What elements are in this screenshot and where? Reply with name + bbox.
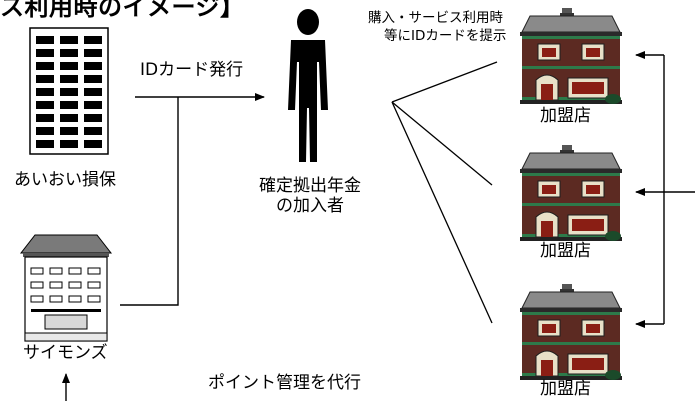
- point-management-label: ポイント管理を代行: [208, 373, 361, 393]
- building-window: [36, 101, 54, 109]
- store-house-icon: [519, 7, 623, 105]
- building-window: [36, 49, 54, 57]
- id-card-issue-label: IDカード発行: [140, 60, 244, 80]
- diagram-title: ス利用時のイメージ】: [0, 0, 245, 21]
- building-window: [84, 62, 102, 70]
- member-label-line2: の加入者: [276, 195, 344, 216]
- building-window: [84, 36, 102, 44]
- building-window: [36, 36, 54, 44]
- building-window: [60, 88, 78, 96]
- building-window: [60, 114, 78, 122]
- building-window: [60, 75, 78, 83]
- building-window: [36, 88, 54, 96]
- building-window: [84, 49, 102, 57]
- building-window: [36, 127, 54, 135]
- building-window: [60, 36, 78, 44]
- building-window: [84, 114, 102, 122]
- store-label-3: 加盟店: [540, 379, 591, 399]
- building-window: [84, 75, 102, 83]
- building-window: [60, 140, 78, 148]
- building-window: [60, 127, 78, 135]
- building-window: [84, 140, 102, 148]
- store-label-1: 加盟店: [540, 106, 591, 126]
- saimons-connector: [120, 97, 179, 306]
- building-window: [60, 62, 78, 70]
- insurer-label: あいおい損保: [14, 170, 116, 190]
- building-window: [36, 140, 54, 148]
- fan-line-store-2: [391, 101, 493, 186]
- store-house-icon: [519, 144, 623, 242]
- member-label: 確定拠出年金 の加入者: [250, 176, 370, 216]
- saimons-label: サイモンズ: [23, 343, 108, 363]
- store-label-2: 加盟店: [540, 241, 591, 261]
- building-window: [84, 101, 102, 109]
- fan-line-store-3: [391, 101, 493, 324]
- present-card-note-line1: 購入・サービス利用時: [368, 10, 503, 26]
- present-card-note-line2: 等にIDカードを提示: [384, 28, 507, 45]
- building-window: [84, 127, 102, 135]
- fan-line-store-1: [391, 61, 498, 103]
- building-window: [60, 101, 78, 109]
- store-house-icon: [519, 283, 623, 381]
- building-window: [36, 114, 54, 122]
- building-window: [36, 62, 54, 70]
- building-window: [36, 75, 54, 83]
- building-window: [60, 49, 78, 57]
- present-card-note: 購入・サービス利用時 等にIDカードを提示: [368, 9, 506, 45]
- building-window: [84, 88, 102, 96]
- member-label-line1: 確定拠出年金: [259, 176, 361, 196]
